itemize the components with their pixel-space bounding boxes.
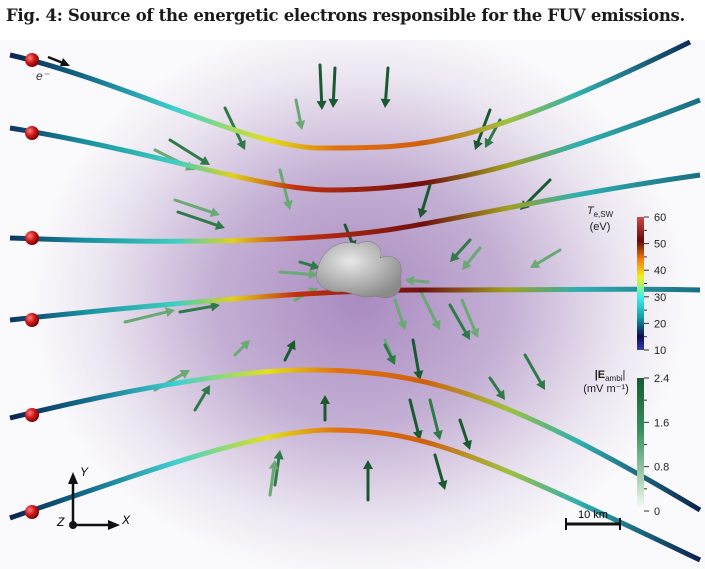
- te-sub: e,SW: [594, 210, 614, 219]
- scale-bar-label: 10 km: [578, 509, 608, 521]
- e-tick-label: 0.8: [654, 462, 669, 474]
- e-sub: ambi: [605, 374, 623, 383]
- field-arrow: [123, 307, 175, 324]
- field-arrow: [316, 63, 327, 110]
- simulation-visualization: e⁻ Te,SW (eV) 60 50 40 30 20 10 |Eambi| (mV m…: [0, 40, 705, 569]
- te-tick-label: 30: [654, 292, 666, 304]
- field-arrow: [278, 269, 318, 280]
- temperature-colorbar: Te,SW (eV) 60 50 40 30 20 10: [587, 205, 666, 357]
- electron-6: [25, 505, 39, 519]
- coordinate-axes: Y X Z: [56, 465, 131, 530]
- field-arrow: [320, 395, 330, 422]
- e-end: |: [622, 369, 625, 381]
- field-arrow: [408, 398, 423, 440]
- field-arrow: [283, 340, 296, 362]
- field-arrow: [363, 460, 373, 502]
- field-arrow: [176, 210, 225, 230]
- electron-1: [25, 53, 39, 67]
- field-arrow: [405, 275, 430, 286]
- field-line-3: [9, 172, 701, 244]
- te-tick-label: 40: [654, 265, 666, 277]
- field-arrow: [530, 248, 562, 268]
- field-arrow: [393, 298, 407, 330]
- field-arrow: [193, 385, 210, 412]
- field-arrow: [417, 183, 432, 218]
- field-arrow: [418, 288, 441, 330]
- e-tick-label: 1.6: [654, 417, 669, 429]
- field-arrow: [383, 343, 396, 365]
- te-tick-label: 20: [654, 318, 666, 330]
- field-arrow: [328, 66, 339, 108]
- field-arrow: [268, 460, 279, 497]
- field-arrow: [223, 106, 246, 150]
- field-arrow: [473, 108, 492, 150]
- field-line-4: [9, 286, 701, 323]
- electron-4: [25, 313, 39, 327]
- field-arrow: [273, 450, 284, 487]
- te-unit: (eV): [590, 221, 611, 233]
- electron-2: [25, 126, 39, 140]
- field-arrow: [298, 260, 320, 271]
- electron-5: [25, 408, 39, 422]
- field-colorbar: |Eambi| (mV m⁻¹) 2.4 1.6 0.8 0: [583, 369, 669, 518]
- field-arrow: [178, 301, 220, 314]
- electron-3: [25, 231, 39, 245]
- field-arrow: [462, 246, 482, 270]
- field-line-1: [9, 40, 692, 151]
- field-arrow: [450, 238, 472, 262]
- field-lines: [9, 40, 702, 563]
- e-tick-label: 0: [654, 506, 660, 518]
- field-arrow: [380, 66, 391, 108]
- electron-direction-arrow-icon: [47, 55, 70, 66]
- field-arrow: [428, 398, 443, 440]
- te-label: T: [587, 205, 595, 217]
- field-arrow: [448, 303, 470, 340]
- field-arrow: [173, 198, 220, 217]
- electron-markers: [25, 53, 39, 519]
- field-arrow: [233, 340, 250, 357]
- field-arrow: [458, 418, 472, 450]
- figure-title: Fig. 4: Source of the energetic electron…: [6, 6, 685, 25]
- field-arrow: [433, 453, 448, 490]
- field-arrow: [168, 138, 210, 165]
- field-line-6: [9, 427, 702, 563]
- e-label: |E: [595, 369, 605, 381]
- x-axis-label: X: [121, 513, 131, 527]
- svg-text:Te,SW: Te,SW: [587, 205, 614, 219]
- e-unit: (mV m⁻¹): [583, 383, 629, 395]
- e-tick-label: 2.4: [654, 373, 669, 385]
- svg-text:|Eambi|: |Eambi|: [595, 369, 626, 383]
- electron-label: e⁻: [36, 69, 51, 83]
- field-line-2: [9, 97, 701, 193]
- field-line-5: [9, 367, 702, 513]
- scale-bar: 10 km: [565, 509, 621, 530]
- te-tick-label: 10: [654, 345, 666, 357]
- field-arrow: [460, 298, 480, 338]
- y-axis-label: Y: [80, 465, 89, 479]
- te-tick-label: 60: [654, 212, 666, 224]
- field-arrow: [411, 338, 424, 380]
- field-arrow: [294, 98, 306, 130]
- plasma-density-background: [0, 40, 705, 569]
- comet-nucleus: [316, 241, 402, 298]
- z-axis-label: Z: [56, 515, 65, 529]
- field-arrow: [488, 376, 505, 400]
- te-tick-label: 50: [654, 239, 666, 251]
- field-arrow: [523, 353, 545, 390]
